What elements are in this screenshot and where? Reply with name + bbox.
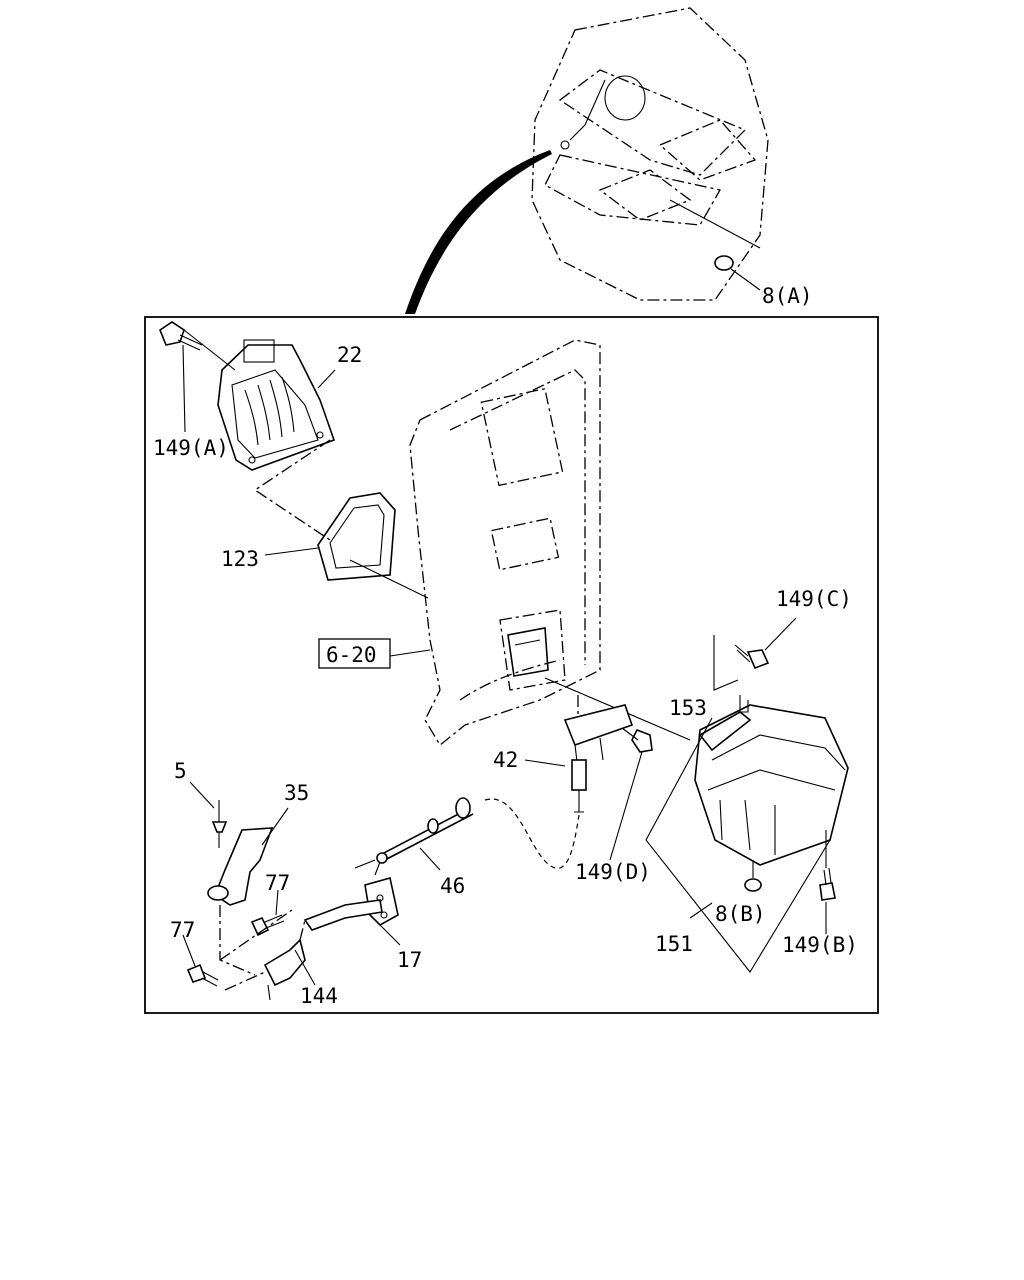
- label-46: 46: [440, 874, 465, 898]
- bolt-149b: [819, 830, 836, 901]
- handle-17: [303, 861, 399, 931]
- body-panel: [409, 339, 601, 746]
- ref-box-6-20: [318, 638, 391, 669]
- label-149c: 149(C): [776, 587, 852, 611]
- bracket-144: [263, 938, 306, 1001]
- part-22-plate: [217, 339, 336, 471]
- label-144: 144: [300, 984, 338, 1008]
- label-8b: 8(B): [715, 902, 766, 926]
- label-6-20: 6-20: [326, 643, 377, 667]
- clip-5: [211, 800, 228, 848]
- bolt-149c: [734, 644, 770, 670]
- label-22: 22: [337, 343, 362, 367]
- gasket-123: [317, 492, 396, 581]
- cable-46: [354, 797, 580, 869]
- vehicle-overview: [405, 7, 769, 314]
- label-8a: 8(A): [762, 284, 813, 308]
- label-149b: 149(B): [782, 933, 858, 957]
- nut-8b: [744, 860, 762, 892]
- label-5: 5: [174, 759, 187, 783]
- label-17: 17: [397, 948, 422, 972]
- label-77-upper: 77: [265, 871, 290, 895]
- detail-frame: [144, 316, 879, 1014]
- label-149d: 149(D): [575, 860, 651, 884]
- label-35: 35: [284, 781, 309, 805]
- label-42: 42: [493, 748, 518, 772]
- bolt-77-upper: [250, 914, 285, 937]
- bolt-149a: [159, 321, 236, 371]
- bracket-42: [563, 704, 634, 813]
- label-149a: 149(A): [153, 436, 229, 460]
- label-77-lower: 77: [170, 918, 195, 942]
- bolt-149d: [621, 727, 653, 753]
- cover-151: [694, 695, 849, 866]
- bolt-77-lower: [186, 963, 219, 987]
- label-151: 151: [655, 932, 693, 956]
- callout-labels: 8(A) 22 149(A) 123 6-20 149(C) 153 42 5 …: [153, 284, 858, 1008]
- bracket-35: [207, 827, 274, 906]
- label-153: 153: [669, 696, 707, 720]
- label-123: 123: [221, 547, 259, 571]
